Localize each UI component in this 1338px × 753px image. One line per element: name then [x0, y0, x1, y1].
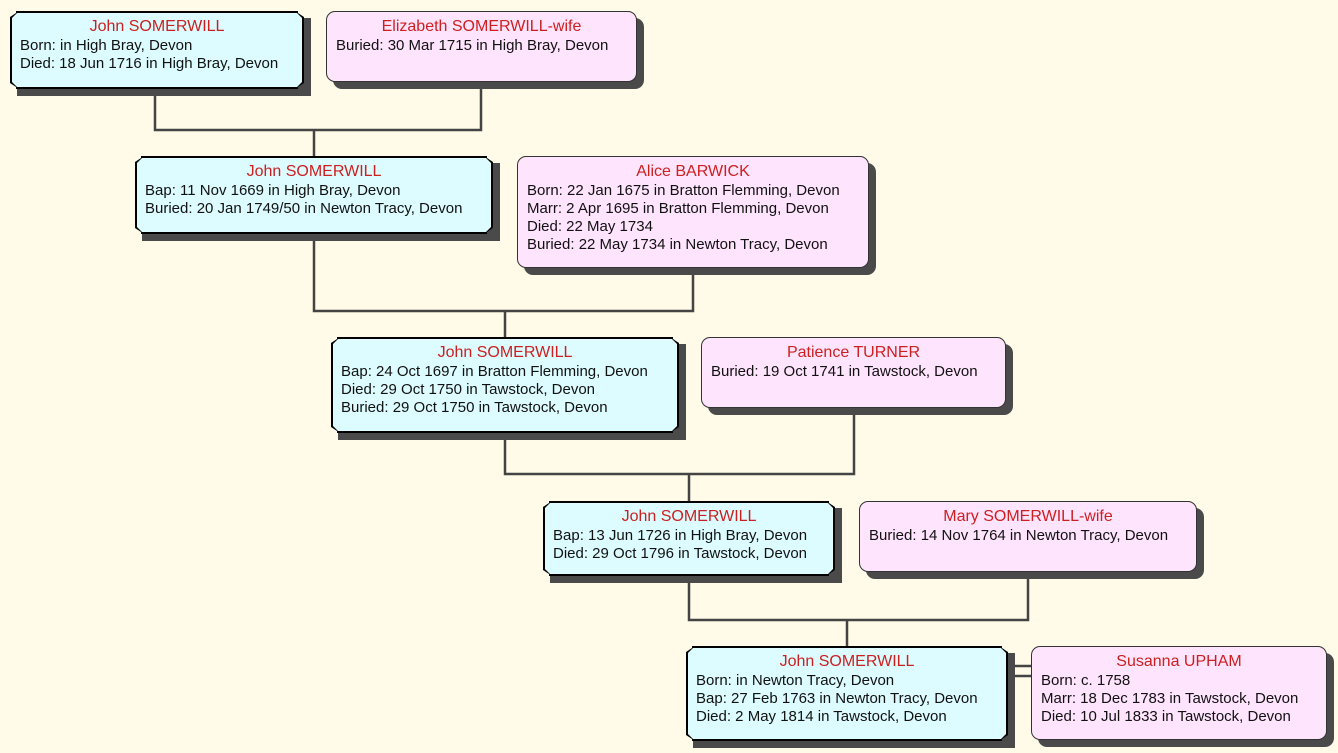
person-box-female[interactable]: Patience TURNER Buried: 19 Oct 1741 in Ta…	[701, 337, 1006, 408]
person-fact: Marr: 18 Dec 1783 in Tawstock, Devon	[1041, 690, 1299, 707]
person-box-male[interactable]: John SOMERWILL Bap: 13 Jun 1726 in High B…	[543, 501, 835, 576]
person-box-female[interactable]: Alice BARWICK Born: 22 Jan 1675 in Bratto…	[517, 156, 869, 268]
connector-gen2	[312, 234, 695, 337]
connector-gen3	[503, 408, 856, 501]
person-box-male[interactable]: John SOMERWILL Born: in Newton Tracy, Dev…	[686, 646, 1008, 741]
person-name: Patience TURNER	[786, 344, 921, 361]
person-fact: Buried: 30 Mar 1715 in High Bray, Devon	[336, 37, 609, 54]
person-fact: Born: in High Bray, Devon	[20, 37, 193, 54]
person-name: John SOMERWILL	[437, 344, 573, 361]
person-box-male[interactable]: John SOMERWILL Bap: 24 Oct 1697 in Bratto…	[331, 337, 679, 433]
person-fact: Died: 2 May 1814 in Tawstock, Devon	[696, 708, 947, 725]
person-fact: Buried: 19 Oct 1741 in Tawstock, Devon	[711, 363, 978, 380]
person-fact: Buried: 20 Jan 1749/50 in Newton Tracy, …	[145, 200, 463, 217]
person-fact: Bap: 11 Nov 1669 in High Bray, Devon	[145, 182, 401, 199]
person-fact: Died: 18 Jun 1716 in High Bray, Devon	[20, 55, 279, 72]
connector-gen1	[153, 82, 483, 156]
person-name: John SOMERWILL	[246, 163, 382, 180]
person-fact: Marr: 2 Apr 1695 in Bratton Flemming, De…	[527, 200, 829, 217]
person-fact: Born: c. 1758	[1041, 672, 1131, 689]
person-fact: Bap: 24 Oct 1697 in Bratton Flemming, De…	[341, 363, 648, 380]
person-name: John SOMERWILL	[621, 508, 757, 525]
person-fact: Died: 29 Oct 1750 in Tawstock, Devon	[341, 381, 596, 398]
person-fact: Born: 22 Jan 1675 in Bratton Flemming, D…	[527, 182, 840, 199]
person-fact: Died: 22 May 1734	[527, 218, 653, 235]
person-fact: Born: in Newton Tracy, Devon	[696, 672, 895, 689]
person-name: Susanna UPHAM	[1116, 653, 1242, 670]
person-fact: Died: 29 Oct 1796 in Tawstock, Devon	[553, 545, 808, 562]
person-fact: Bap: 27 Feb 1763 in Newton Tracy, Devon	[696, 690, 978, 707]
person-fact: Bap: 13 Jun 1726 in High Bray, Devon	[553, 527, 808, 544]
person-box-male[interactable]: John SOMERWILL Bap: 11 Nov 1669 in High B…	[135, 156, 493, 234]
connector-gen4	[687, 572, 1030, 646]
person-fact: Buried: 22 May 1734 in Newton Tracy, Dev…	[527, 236, 828, 253]
person-name: Elizabeth SOMERWILL-wife	[381, 18, 582, 35]
person-fact: Died: 10 Jul 1833 in Tawstock, Devon	[1041, 708, 1291, 725]
person-name: Alice BARWICK	[636, 163, 750, 180]
person-fact: Buried: 14 Nov 1764 in Newton Tracy, Dev…	[869, 527, 1169, 544]
person-name: Mary SOMERWILL-wife	[943, 508, 1113, 525]
person-fact: Buried: 29 Oct 1750 in Tawstock, Devon	[341, 399, 608, 416]
person-name: John SOMERWILL	[89, 18, 225, 35]
person-name: John SOMERWILL	[779, 653, 915, 670]
